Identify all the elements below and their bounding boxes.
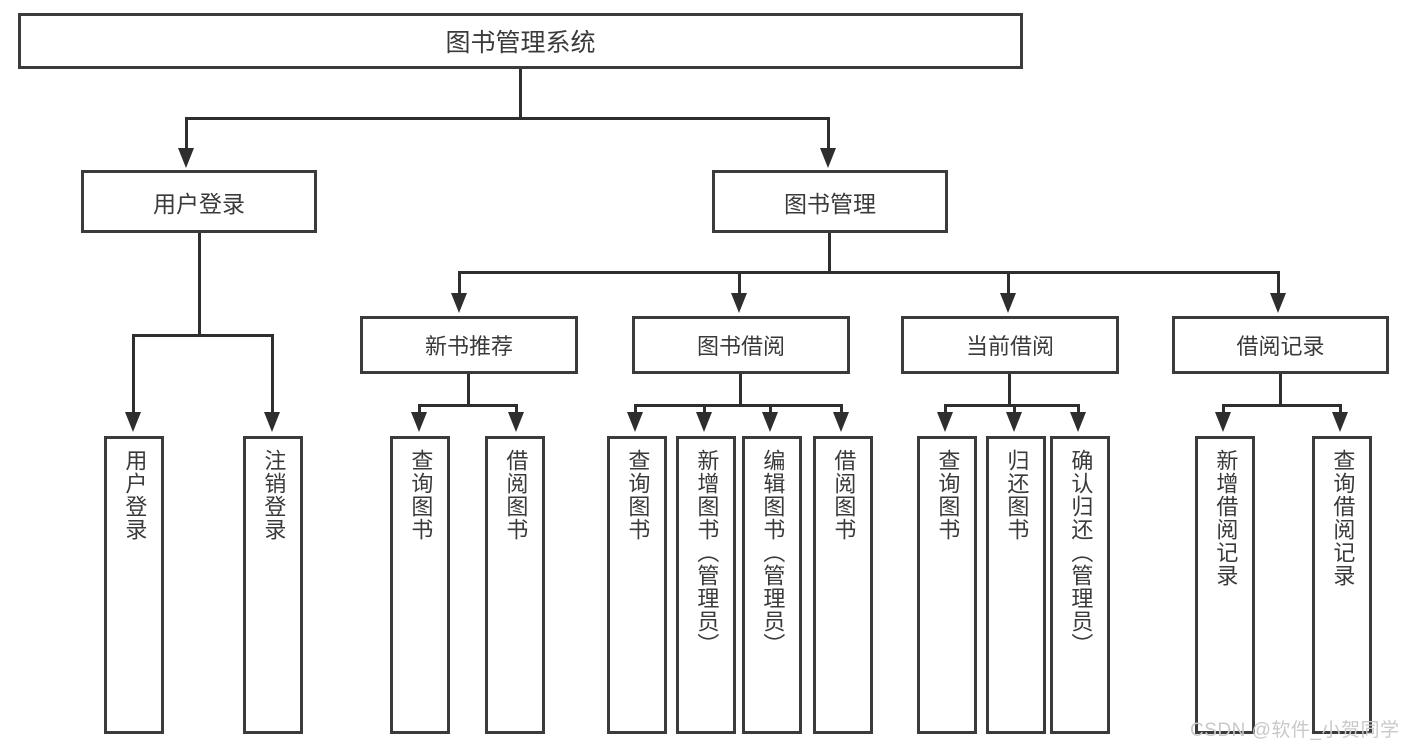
node-new-book-recommend[interactable]: 新书推荐	[360, 316, 578, 374]
connector-root-bar	[185, 117, 830, 120]
leaf-logout[interactable]: 注销登录	[243, 436, 303, 734]
connector-new-book-leg-1	[418, 404, 421, 414]
connector-book-manage-leg-4	[1277, 271, 1280, 295]
leaf-borrow-book-label: 借阅图书	[831, 449, 857, 541]
leaf-logout-label: 注销登录	[261, 449, 287, 541]
connector-book-borrow-bar	[634, 404, 843, 407]
connector-book-borrow-leg-4	[840, 404, 843, 414]
connector-new-book-bar	[418, 404, 518, 407]
connector-user-login-leg-2	[271, 334, 274, 414]
arrow-to-borrow-record	[1270, 293, 1286, 313]
node-user-login-label: 用户登录	[153, 190, 245, 217]
connector-book-borrow-stem	[739, 374, 742, 406]
connector-book-manage-leg-1	[458, 271, 461, 295]
leaf-add-book[interactable]: 新增图书（管理员）	[676, 436, 736, 734]
connector-current-borrow-stem	[1008, 374, 1011, 406]
leaf-add-book-label: 新增图书（管理员）	[694, 449, 720, 656]
connector-current-borrow-leg-2	[1013, 404, 1016, 414]
leaf-current-query-book[interactable]: 查询图书	[917, 436, 977, 734]
leaf-new-book-query[interactable]: 查询图书	[390, 436, 450, 734]
node-user-login[interactable]: 用户登录	[81, 170, 317, 233]
leaf-return-book[interactable]: 归还图书	[986, 436, 1046, 734]
connector-book-manage-leg-3	[1007, 271, 1010, 295]
arrow-to-leaf-query-book-1	[411, 412, 427, 432]
connector-book-manage-stem	[828, 233, 831, 274]
arrow-to-leaf-query-book-2	[627, 412, 643, 432]
leaf-return-book-label: 归还图书	[1004, 449, 1030, 541]
leaf-user-login-label: 用户登录	[122, 449, 148, 541]
connector-book-borrow-leg-1	[634, 404, 637, 414]
arrow-to-leaf-edit-book	[762, 412, 778, 432]
leaf-confirm-return[interactable]: 确认归还（管理员）	[1050, 436, 1110, 734]
connector-borrow-record-leg-2	[1339, 404, 1342, 414]
node-borrow-record[interactable]: 借阅记录	[1172, 316, 1389, 374]
arrow-to-leaf-return-book	[1006, 412, 1022, 432]
arrow-to-user-login	[178, 148, 194, 168]
connector-root-leg-1	[185, 117, 188, 150]
connector-current-borrow-leg-3	[1077, 404, 1080, 414]
leaf-edit-book[interactable]: 编辑图书（管理员）	[742, 436, 802, 734]
arrow-to-leaf-confirm-return	[1070, 412, 1086, 432]
connector-book-manage-bar	[458, 271, 1280, 274]
leaf-borrow-query-book-label: 查询图书	[625, 449, 651, 541]
node-root-label: 图书管理系统	[445, 29, 596, 57]
connector-root-stem	[519, 69, 522, 119]
leaf-new-book-borrow-label: 借阅图书	[503, 449, 529, 541]
connector-user-login-bar	[132, 334, 274, 337]
connector-borrow-record-leg-1	[1222, 404, 1225, 414]
leaf-user-login[interactable]: 用户登录	[104, 436, 164, 734]
leaf-add-borrow-record[interactable]: 新增借阅记录	[1195, 436, 1255, 734]
arrow-to-leaf-user-login	[125, 412, 141, 432]
connector-root-leg-2	[827, 117, 830, 150]
connector-current-borrow-bar	[944, 404, 1080, 407]
node-book-manage-label: 图书管理	[784, 190, 876, 217]
csdn-watermark: CSDN @软件_小贺同学	[1190, 720, 1400, 741]
connector-borrow-record-stem	[1279, 374, 1282, 406]
leaf-current-query-book-label: 查询图书	[935, 449, 961, 541]
leaf-new-book-borrow[interactable]: 借阅图书	[485, 436, 545, 734]
node-book-manage[interactable]: 图书管理	[712, 170, 948, 233]
arrow-to-book-manage	[820, 148, 836, 168]
leaf-query-borrow-record[interactable]: 查询借阅记录	[1312, 436, 1372, 734]
arrow-to-new-book-recommend	[451, 293, 467, 313]
leaf-borrow-query-book[interactable]: 查询图书	[607, 436, 667, 734]
arrow-to-current-borrow	[1000, 293, 1016, 313]
node-book-borrow[interactable]: 图书借阅	[632, 316, 850, 374]
leaf-edit-book-label: 编辑图书（管理员）	[760, 449, 786, 656]
connector-borrow-record-bar	[1222, 404, 1342, 407]
node-current-borrow-label: 当前借阅	[965, 334, 1054, 359]
leaf-confirm-return-label: 确认归还（管理员）	[1068, 449, 1094, 656]
arrow-to-leaf-borrow-book-2	[833, 412, 849, 432]
leaf-query-borrow-record-label: 查询借阅记录	[1330, 449, 1356, 587]
connector-new-book-stem	[467, 374, 470, 406]
arrow-to-leaf-query-book-3	[937, 412, 953, 432]
connector-book-borrow-leg-2	[703, 404, 706, 414]
connector-user-login-leg-1	[132, 334, 135, 414]
arrow-to-leaf-add-record	[1215, 412, 1231, 432]
node-current-borrow[interactable]: 当前借阅	[901, 316, 1119, 374]
node-book-borrow-label: 图书借阅	[696, 334, 785, 359]
node-root[interactable]: 图书管理系统	[18, 13, 1023, 69]
arrow-to-leaf-add-book	[696, 412, 712, 432]
arrow-to-leaf-query-record	[1332, 412, 1348, 432]
node-new-book-recommend-label: 新书推荐	[424, 334, 513, 359]
node-borrow-record-label: 借阅记录	[1236, 334, 1325, 359]
leaf-add-borrow-record-label: 新增借阅记录	[1213, 449, 1239, 587]
connector-book-borrow-leg-3	[769, 404, 772, 414]
leaf-new-book-query-label: 查询图书	[408, 449, 434, 541]
connector-current-borrow-leg-1	[944, 404, 947, 414]
arrow-to-leaf-logout	[264, 412, 280, 432]
connector-user-login-stem	[198, 233, 201, 337]
connector-new-book-leg-2	[515, 404, 518, 414]
arrow-to-leaf-borrow-book-1	[508, 412, 524, 432]
leaf-borrow-book[interactable]: 借阅图书	[813, 436, 873, 734]
connector-book-manage-leg-2	[738, 271, 741, 295]
arrow-to-book-borrow	[731, 293, 747, 313]
